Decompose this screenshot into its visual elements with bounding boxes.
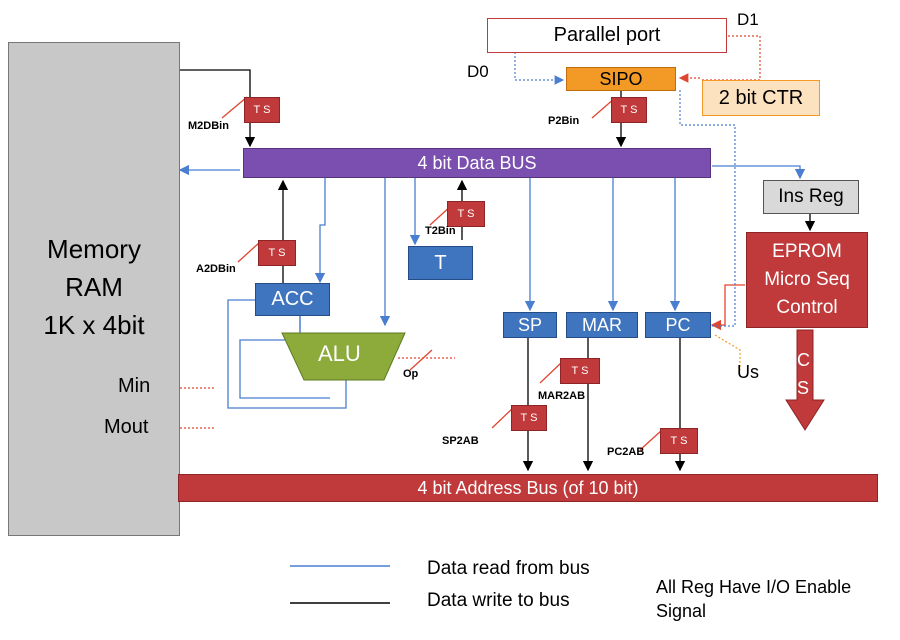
legend-note-line1: All Reg Have I/O Enable bbox=[656, 577, 852, 597]
t-label: T bbox=[434, 251, 447, 274]
parallel-port-label: Parallel port bbox=[553, 24, 661, 46]
signal-op: Op bbox=[403, 368, 419, 380]
eprom-line2: Micro Seq bbox=[764, 269, 850, 290]
cs-s-label: S bbox=[797, 378, 810, 398]
data-bus: 4 bit Data BUS bbox=[243, 148, 711, 178]
legend-write-label: Data write to bus bbox=[427, 590, 570, 611]
ts-label: T S bbox=[620, 104, 638, 116]
memory-title: Memory RAM 1K x 4bit bbox=[8, 230, 180, 344]
ts-buffer-a2dbin: T S bbox=[258, 240, 296, 266]
ts-slash-pc2ab bbox=[639, 429, 663, 451]
data-bus-label: 4 bit Data BUS bbox=[417, 152, 537, 173]
address-bus-label: 4 bit Address Bus (of 10 bit) bbox=[417, 477, 639, 498]
sipo-box: SIPO bbox=[566, 67, 676, 91]
ts-buffer-p2bin: T S bbox=[611, 97, 647, 123]
memory-mout-label: Mout bbox=[104, 416, 149, 438]
eprom-box: EPROM Micro Seq Control bbox=[746, 232, 868, 328]
acc-read-line bbox=[314, 178, 326, 284]
sp-register: SP bbox=[503, 312, 557, 338]
acc-label: ACC bbox=[271, 288, 314, 310]
signal-a2dbin: A2DBin bbox=[196, 263, 236, 275]
signal-d1: D1 bbox=[737, 10, 759, 29]
counter-box: 2 bit CTR bbox=[702, 80, 820, 116]
sp-label: SP bbox=[517, 314, 542, 335]
eprom-line1: EPROM bbox=[772, 241, 842, 262]
ts-slash-a2d bbox=[237, 241, 261, 263]
pc-label: PC bbox=[665, 314, 691, 335]
ts-label: T S bbox=[670, 435, 688, 447]
ts-buffer-pc2ab: T S bbox=[660, 428, 698, 454]
ts-label: T S bbox=[457, 208, 475, 220]
mar-label: MAR bbox=[582, 314, 622, 335]
address-bus: 4 bit Address Bus (of 10 bit) bbox=[178, 474, 878, 502]
eprom-line3: Control bbox=[776, 297, 838, 318]
legend-note: All Reg Have I/O Enable Signal bbox=[656, 575, 851, 623]
acc-register: ACC bbox=[255, 283, 330, 316]
op-slash bbox=[409, 349, 433, 371]
memory-block bbox=[8, 42, 180, 536]
ts-buffer-mar2ab: T S bbox=[560, 358, 600, 384]
t-register: T bbox=[408, 246, 473, 280]
ins-reg-box: Ins Reg bbox=[763, 180, 859, 214]
ts-label: T S bbox=[268, 247, 286, 259]
parallel-port-box: Parallel port bbox=[487, 18, 727, 53]
signal-m2dbin: M2DBin bbox=[188, 120, 229, 132]
ts-label: T S bbox=[520, 412, 538, 424]
ts-slash-sp2ab bbox=[491, 406, 515, 429]
counter-label: 2 bit CTR bbox=[718, 86, 804, 109]
port-d0-line bbox=[514, 52, 565, 85]
ts-label: T S bbox=[253, 104, 271, 116]
pc-register: PC bbox=[645, 312, 711, 338]
signal-mar2ab: MAR2AB bbox=[538, 390, 586, 402]
legend-note-line2: Signal bbox=[656, 601, 707, 621]
cs-arrow-shape bbox=[785, 329, 825, 431]
ts-buffer-sp2ab: T S bbox=[511, 405, 547, 431]
signal-sp2ab: SP2AB bbox=[442, 435, 479, 447]
ts-slash-mar2ab bbox=[539, 361, 563, 384]
sipo-label: SIPO bbox=[599, 68, 643, 89]
alu-shape bbox=[281, 332, 406, 381]
memory-line2: RAM bbox=[65, 272, 123, 302]
mar-register: MAR bbox=[566, 312, 638, 338]
signal-t2bin: T2Bin bbox=[425, 225, 456, 237]
signal-us: Us bbox=[737, 362, 759, 382]
acc-alu-loop-a bbox=[227, 299, 347, 409]
eprom-to-pc-line bbox=[710, 284, 745, 331]
sipo-to-pc-dotted bbox=[679, 90, 736, 327]
signal-pc2ab: PC2AB bbox=[607, 446, 645, 458]
mem-to-bus-line bbox=[180, 69, 256, 148]
ts-label: T S bbox=[571, 365, 589, 377]
ts-slash-m2d bbox=[221, 96, 248, 119]
ins-reg-label: Ins Reg bbox=[778, 186, 844, 207]
us-dotted-line bbox=[714, 334, 741, 370]
ts-buffer-t2bin: T S bbox=[447, 201, 485, 227]
cs-c-label: C bbox=[797, 350, 810, 370]
memory-line1: Memory bbox=[47, 234, 141, 264]
memory-min-label: Min bbox=[118, 375, 151, 397]
legend-read-label: Data read from bus bbox=[427, 558, 590, 579]
ts-buffer-m2dbin: T S bbox=[244, 97, 280, 123]
alu-label: ALU bbox=[318, 341, 361, 366]
signal-d0: D0 bbox=[467, 62, 489, 81]
memory-line3: 1K x 4bit bbox=[43, 310, 145, 340]
bus-to-insreg-line bbox=[712, 165, 806, 180]
signal-p2bin: P2Bin bbox=[548, 115, 580, 127]
